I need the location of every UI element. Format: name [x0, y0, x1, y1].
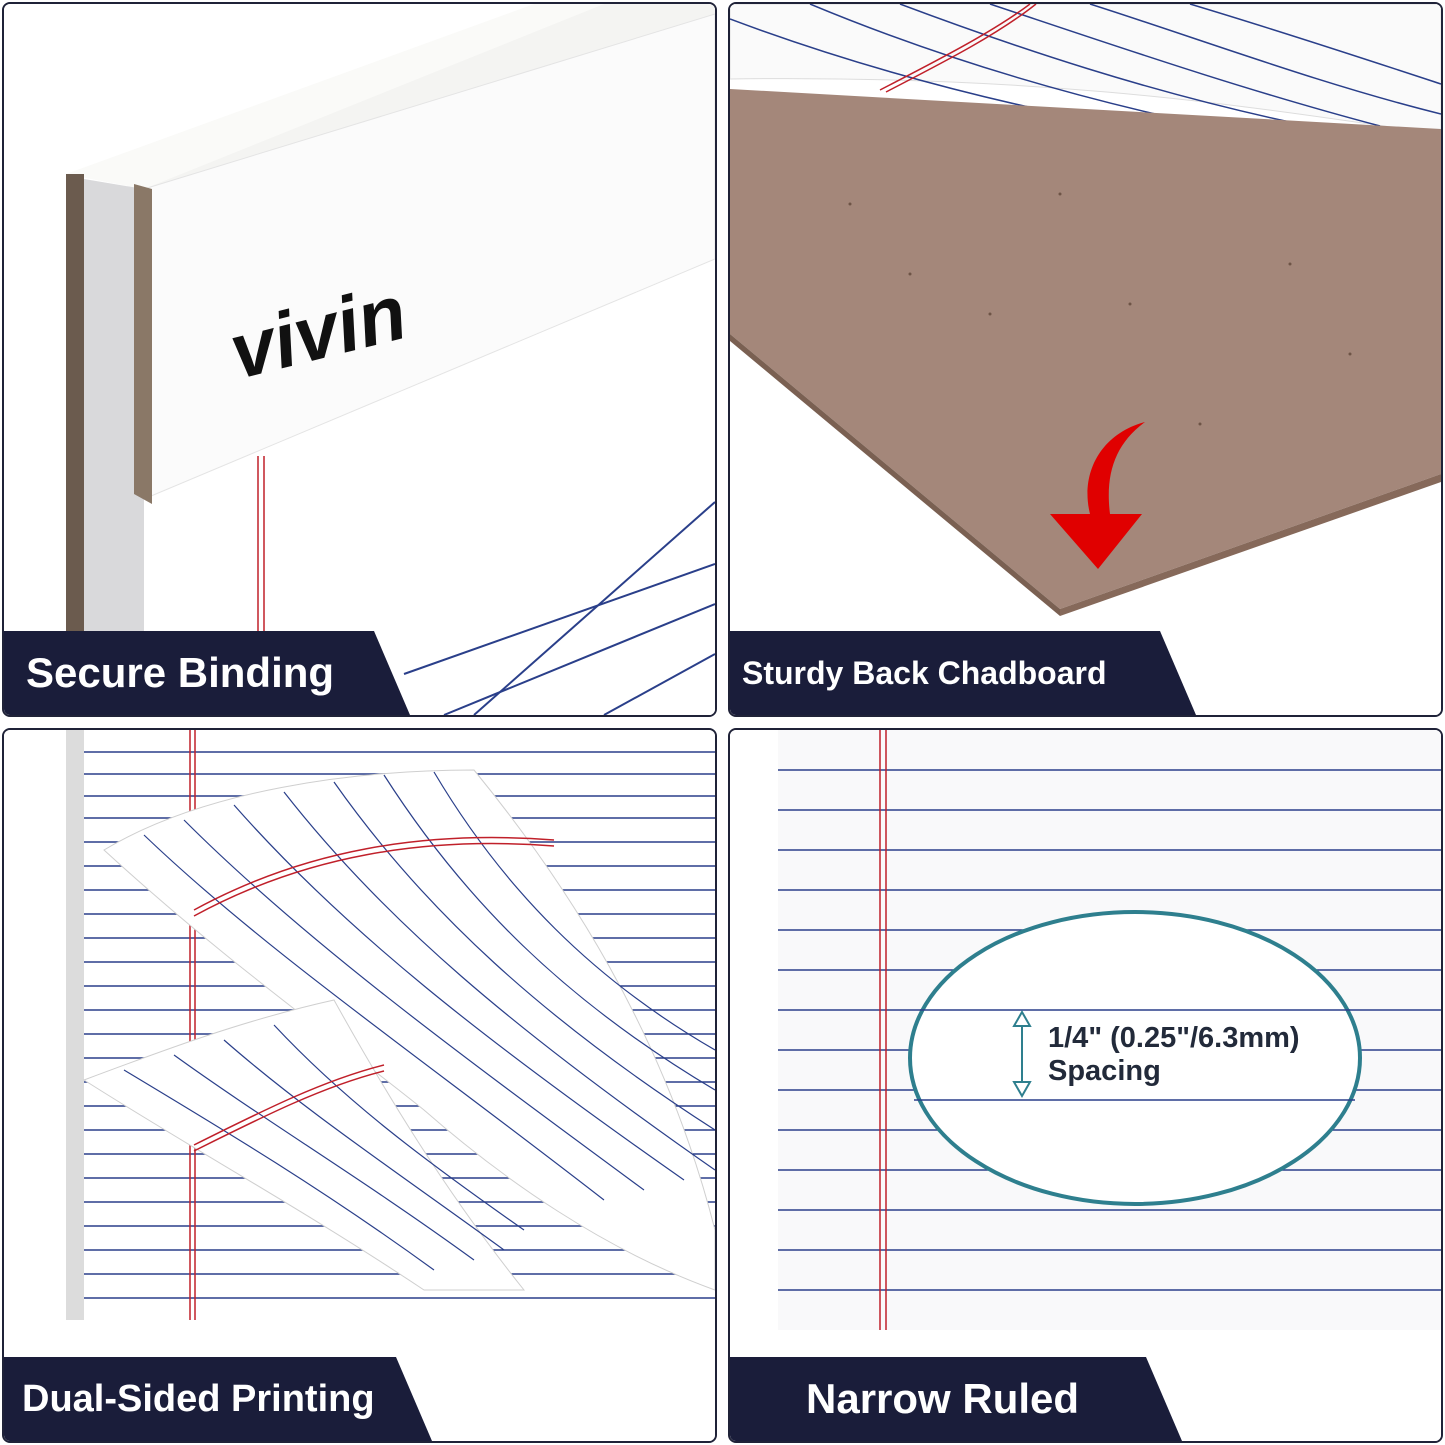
spacing-label: 1/4" (0.25"/6.3mm)	[1048, 1022, 1300, 1054]
curved-arrow-icon	[1050, 422, 1145, 569]
binding-photo: vivin	[4, 4, 715, 715]
magnifier-oval	[908, 910, 1362, 1206]
panel-dual-sided: Dual-Sided Printing	[2, 728, 717, 1443]
spacing-annotation: 1/4" (0.25"/6.3mm) Spacing	[1048, 1022, 1300, 1088]
panel-secure-binding: vivin Secure Binding	[2, 2, 717, 717]
spacing-word: Spacing	[1048, 1055, 1161, 1087]
panel-sturdy-back: Sturdy Back Chadboard	[728, 2, 1443, 717]
spacing-arrow-icon	[1012, 1009, 1032, 1099]
chipboard-photo	[730, 4, 1441, 715]
caption-narrow-ruled: Narrow Ruled	[730, 1357, 1182, 1441]
caption-secure-binding: Secure Binding	[4, 631, 410, 715]
caption-sturdy-back: Sturdy Back Chadboard	[730, 631, 1196, 715]
ruled-paper-photo	[730, 730, 1441, 1441]
caption-dual-sided: Dual-Sided Printing	[4, 1357, 432, 1441]
dual-sided-photo	[4, 730, 715, 1441]
panel-narrow-ruled: 1/4" (0.25"/6.3mm) Spacing Narrow Ruled	[728, 728, 1443, 1443]
